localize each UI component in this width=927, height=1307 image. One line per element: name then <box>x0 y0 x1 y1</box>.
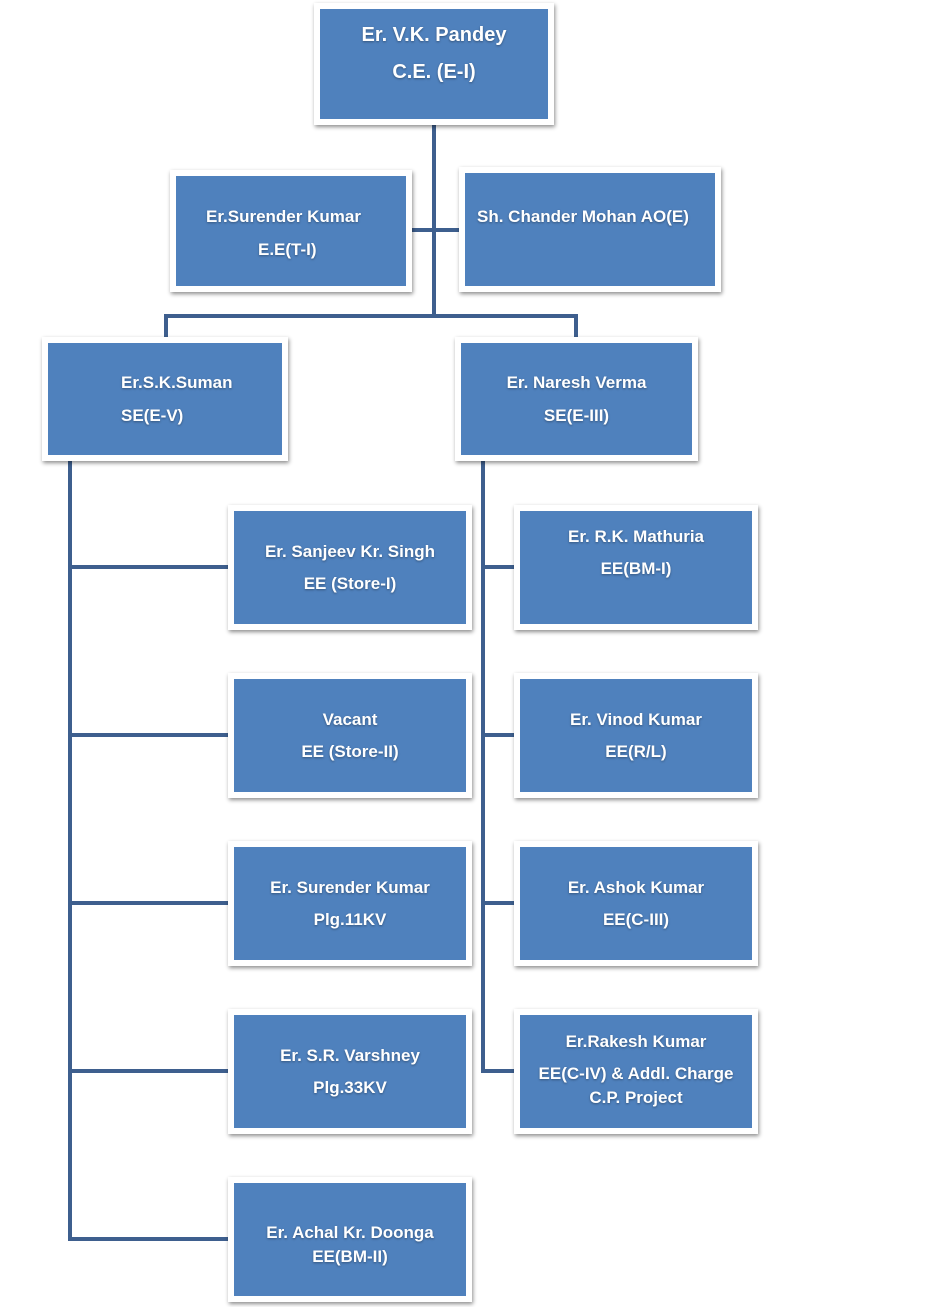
node-name: Er. S.R. Varshney <box>280 1046 420 1065</box>
node-designation: SE(E-V) <box>121 406 184 425</box>
node-se-e3: Er. Naresh Verma SE(E-III) <box>455 337 698 461</box>
node-name: Er. Naresh Verma <box>506 373 647 392</box>
node-name: Sh. Chander Mohan AO(E) <box>477 207 689 226</box>
node-name: Er. Achal Kr. Doonga <box>266 1223 434 1242</box>
node-se-e5: Er.S.K.Suman SE(E-V) <box>42 337 288 461</box>
node-name: Er.Surender Kumar <box>206 207 361 226</box>
node-ee-c4: Er.Rakesh Kumar EE(C-IV) & Addl. Charge … <box>514 1009 758 1134</box>
node-designation: EE (Store-II) <box>301 742 399 761</box>
node-designation-extra: C.P. Project <box>589 1088 683 1107</box>
node-staff-ao: Sh. Chander Mohan AO(E) <box>459 167 721 292</box>
node-staff-ee-t1: Er.Surender Kumar E.E(T-I) <box>170 170 412 292</box>
node-name: Er. R.K. Mathuria <box>567 527 705 546</box>
node-ee-bm-1: Er. R.K. Mathuria EE(BM-I) <box>514 505 758 630</box>
node-designation: Plg.11KV <box>313 910 387 929</box>
node-name: Er. Vinod Kumar <box>570 710 702 729</box>
node-designation: E.E(T-I) <box>258 240 317 259</box>
node-designation: EE (Store-I) <box>303 574 397 593</box>
node-name: Er. Surender Kumar <box>270 878 430 897</box>
node-plg-11kv: Er. Surender Kumar Plg.11KV <box>228 841 472 966</box>
node-name: Er. V.K. Pandey <box>361 24 507 46</box>
node-ee-rl: Er. Vinod Kumar EE(R/L) <box>514 673 758 798</box>
node-ee-bm-2: Er. Achal Kr. Doonga EE(BM-II) <box>228 1177 472 1302</box>
node-plg-33kv: Er. S.R. Varshney Plg.33KV <box>228 1009 472 1134</box>
node-designation: EE(C-IV) & Addl. Charge <box>538 1064 734 1083</box>
node-chief-engineer: Er. V.K. Pandey C.E. (E-I) <box>314 3 554 125</box>
node-designation: Plg.33KV <box>313 1078 387 1097</box>
node-designation: EE(BM-II) <box>312 1247 388 1266</box>
node-name: Er.Rakesh Kumar <box>565 1032 707 1051</box>
node-name: Er. Sanjeev Kr. Singh <box>264 542 436 561</box>
node-name: Er.S.K.Suman <box>121 373 233 392</box>
node-name: Vacant <box>322 710 378 729</box>
node-ee-c3: Er. Ashok Kumar EE(C-III) <box>514 841 758 966</box>
node-ee-store-2: Vacant EE (Store-II) <box>228 673 472 798</box>
node-ee-store-1: Er. Sanjeev Kr. Singh EE (Store-I) <box>228 505 472 630</box>
node-designation: EE(BM-I) <box>600 559 672 578</box>
node-designation: C.E. (E-I) <box>392 61 476 83</box>
node-name: Er. Ashok Kumar <box>567 878 705 897</box>
node-designation: EE(C-III) <box>602 910 670 929</box>
node-designation: EE(R/L) <box>605 742 667 761</box>
node-designation: SE(E-III) <box>543 406 610 425</box>
